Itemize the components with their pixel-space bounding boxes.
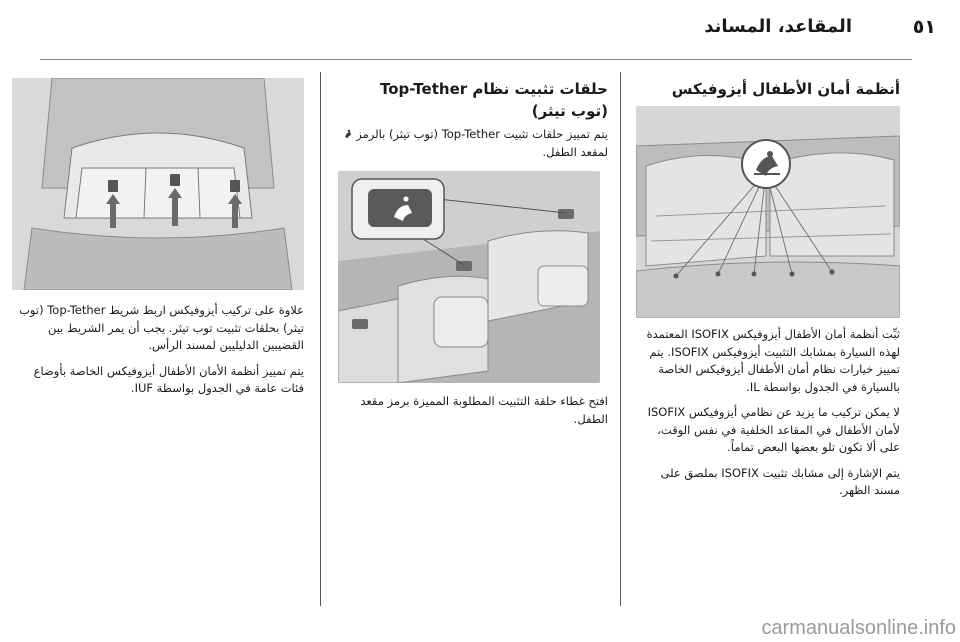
tether-intro-end: لمقعد الطفل. (542, 144, 608, 159)
tether-figure (338, 171, 600, 383)
left-paragraph-2: يتم تمييز أنظمة الأمان الأطفال أيزوفيكس … (33, 363, 304, 396)
tether-figure-caption: افتح غطاء حلقة التثبيت المطلوبة المميزة … (360, 394, 608, 426)
tether-intro: يتم تمييز حلقات تثبيت Top-Tether (توب تي… (336, 126, 608, 161)
tether-seatback-illustration (338, 171, 600, 383)
isofix-paragraph-2: لا يمكن تركيب ما يزيد عن نظامي أيزوفيكس … (647, 405, 900, 454)
header-rule (40, 59, 912, 60)
column-divider-left (320, 72, 321, 606)
isofix-paragraph-1: ثبِّت أنظمة أمان الأطفال أيزوفيكس ISOFIX… (646, 327, 900, 394)
section-title: المقاعد، المساند (704, 16, 852, 37)
page-number: ٥١ (912, 16, 936, 38)
page-header: ٥١ المقاعد، المساند (0, 12, 960, 40)
isofix-paragraph-3: يتم الإشارة إلى مشابك تثبيت ISOFIX بملصق… (660, 465, 900, 498)
trunk-figure (12, 78, 304, 290)
isofix-figure (636, 106, 900, 318)
column-divider-right (620, 72, 621, 606)
tether-arrow-icons (106, 188, 242, 228)
isofix-seat-illustration (636, 106, 900, 318)
watermark: carmanualsonline.info (761, 617, 956, 639)
tether-child-seat-icon (394, 196, 412, 221)
tether-column: حلقات تثبيت نظام Top-Tether (توب تيثر) ي… (336, 78, 608, 428)
tether-intro-text: يتم تمييز حلقات تثبيت Top-Tether (توب تي… (356, 127, 608, 141)
trunk-tether-illustration (12, 78, 304, 290)
left-paragraph-1: علاوة على تركيب أيزوفيكس اربط شريط Top-T… (19, 303, 304, 352)
trunk-column: علاوة على تركيب أيزوفيكس اربط شريط Top-T… (12, 78, 304, 398)
isofix-column: أنظمة أمان الأطفال أيزوفيكس (636, 78, 900, 500)
child-seat-icon (754, 151, 780, 176)
child-seat-symbol-icon (343, 127, 353, 138)
tether-heading-line1: حلقات تثبيت نظام Top-Tether (380, 80, 608, 98)
isofix-heading: أنظمة أمان الأطفال أيزوفيكس (671, 80, 900, 98)
tether-heading-line2: (توب تيثر) (531, 102, 608, 120)
